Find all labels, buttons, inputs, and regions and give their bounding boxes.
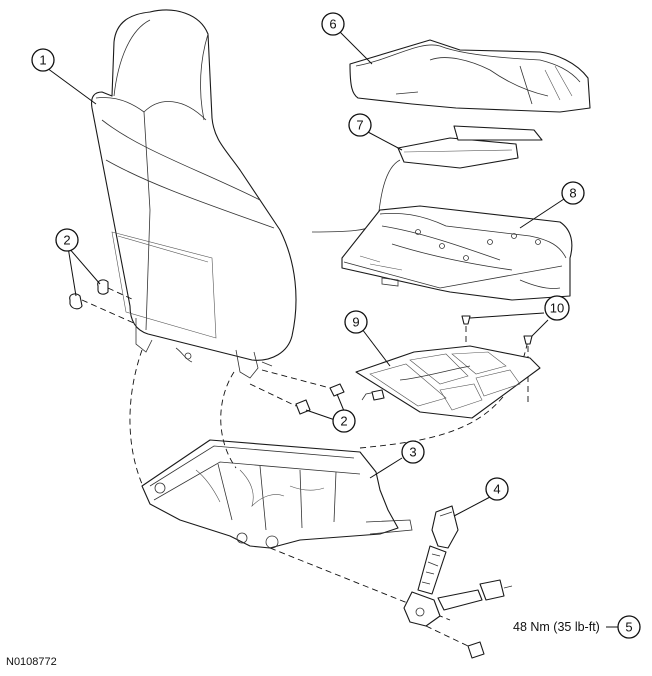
callout-2-left: 2 [55,228,101,297]
callout-5: 48 Nm (35 lb-ft) 5 [513,615,641,639]
svg-text:1: 1 [39,53,46,68]
cushion-cover [349,39,591,113]
seat-heater-element [311,125,543,233]
callout-10: 10 [469,295,570,337]
figure-id: N0108772 [6,656,57,668]
callout-7: 7 [348,113,403,151]
seat-frame-track [129,339,529,621]
backrest-bolts-left [69,279,137,325]
svg-text:6: 6 [329,17,336,32]
callout-9: 9 [344,310,391,367]
svg-text:2: 2 [340,414,347,429]
callout-6: 6 [321,12,373,65]
svg-text:7: 7 [356,118,363,133]
callout-3: 3 [369,440,425,479]
cushion-pad [341,205,573,301]
svg-text:8: 8 [569,186,576,201]
callout-4: 4 [453,477,509,517]
svg-text:3: 3 [409,445,416,460]
svg-text:2: 2 [63,233,70,248]
backrest-bolts-right [249,369,345,415]
seat-backrest [91,9,297,379]
svg-text:5: 5 [625,620,632,635]
svg-text:4: 4 [493,482,500,497]
callout-8: 8 [519,181,585,229]
svg-text:9: 9 [352,315,359,330]
callout-1: 1 [31,48,97,105]
svg-text:10: 10 [550,301,564,316]
torque-spec: 48 Nm (35 lb-ft) [513,620,600,634]
pad-fasteners [461,315,533,404]
callout-2-right: 2 [305,393,356,433]
occupant-sensor-mat [355,345,541,419]
seat-belt-buckle [403,505,513,659]
